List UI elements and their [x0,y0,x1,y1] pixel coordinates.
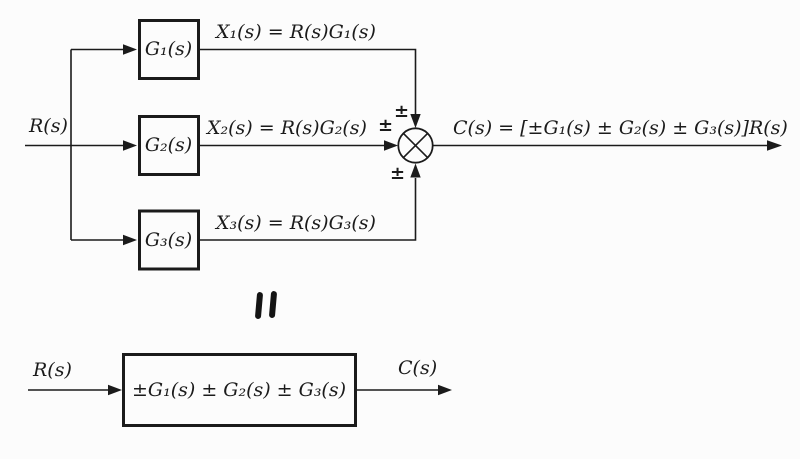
g3-output-line [199,178,417,241]
summing-junction-icon [397,127,434,164]
bottom-output-arrowhead [438,384,452,396]
g2-block [138,115,200,176]
bottom-input-arrowhead [108,384,122,396]
output-equation-label: C(s) = [±G₁(s) ± G₂(s) ± G₃(s)]R(s) [453,117,788,139]
g1-block [138,19,200,80]
junction-sign-top: ± [394,101,410,122]
g3-input-arrowhead [123,234,137,246]
equivalent-block-label: ±G₁(s) ± G₂(s) ± G₃(s) [131,378,347,401]
bottom-output-signal-label: C(s) [398,357,438,379]
g1-input-arrowhead [123,44,137,55]
g1-block-label: G₁(s) [144,38,193,60]
g1-output-line [199,48,417,114]
x2-equation-label: X₂(s) = R(s)G₂(s) [207,117,367,139]
g3-block [138,209,200,271]
junction-bottom-arrowhead [410,163,421,178]
g2-block-label: G₂(s) [144,134,193,156]
x1-equation-label: X₁(s) = R(s)G₁(s) [216,21,376,43]
g3-block-label: G₃(s) [144,228,193,251]
bottom-input-signal-label: R(s) [33,359,72,381]
junction-left-arrowhead [384,140,398,151]
input-arrowhead [123,140,137,151]
output-arrowhead [767,140,782,151]
input-signal-label: R(s) [29,115,68,137]
junction-sign-left: ± [378,115,394,136]
x3-equation-label: X₃(s) = R(s)G₃(s) [216,212,376,234]
junction-top-arrowhead [410,114,421,128]
junction-sign-bottom: ± [390,163,406,184]
equivalent-block [122,353,357,427]
